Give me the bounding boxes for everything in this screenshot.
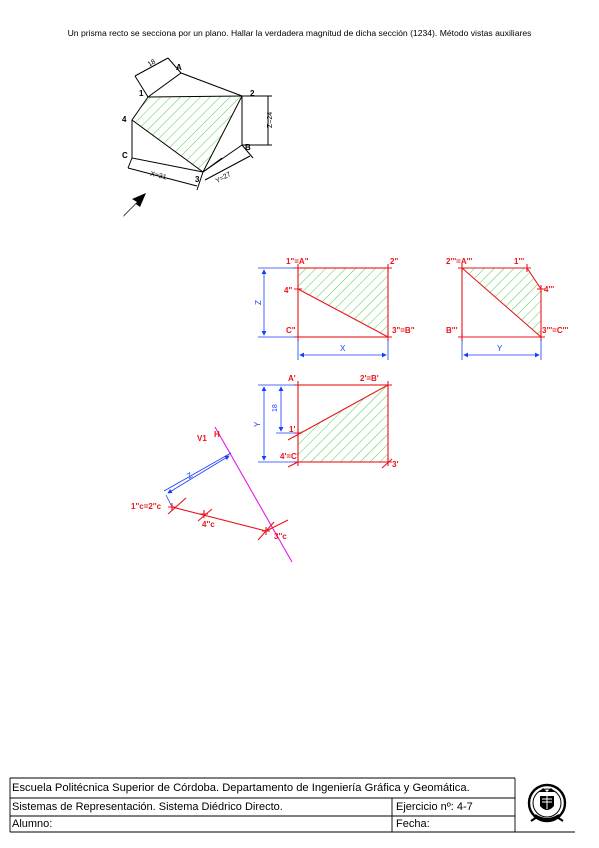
title-block-date: Fecha:: [396, 818, 430, 830]
view-direction-arrow-icon: [123, 193, 146, 217]
persp-label-b: B: [245, 143, 251, 152]
top-dim-18: 18: [272, 404, 279, 412]
front-label-2: 2": [390, 257, 398, 266]
plane-trace-line: [214, 426, 293, 563]
front-label-c: C": [286, 326, 296, 335]
title-block: [9, 777, 575, 833]
aux-label-h: H: [214, 430, 220, 439]
persp-dim-18: 18: [147, 58, 157, 68]
side-label-b: B''': [446, 326, 458, 335]
top-label-4: 4'=C': [280, 452, 299, 461]
top-dim-y: Y: [253, 421, 262, 427]
perspective-section-hatch: [132, 96, 242, 172]
title-block-exercise: Ejercicio nº: 4-7: [396, 801, 473, 813]
front-section-hatch: [298, 268, 388, 337]
persp-dim-z: Z=24: [267, 112, 274, 128]
side-label-4: 4''': [544, 285, 554, 294]
top-view: A' 2'=B' 1' 4'=C' 3' 18 Y: [253, 374, 398, 469]
top-label-a: A': [288, 374, 296, 383]
persp-label-2: 2: [250, 89, 255, 98]
persp-label-3: 3: [195, 175, 200, 184]
title-block-student: Alumno:: [12, 818, 53, 830]
top-label-3: 3': [392, 460, 398, 469]
front-label-3: 3"=B": [392, 326, 415, 335]
title-block-school: Escuela Politécnica Superior de Córdoba.…: [12, 782, 470, 794]
persp-label-4: 4: [122, 115, 127, 124]
side-view: 2'''=A''' 1''' 4''' B''' 3'''=C''' Y: [446, 257, 568, 360]
perspective-view: 1 2 3 4 A B C 18 Z=24 X=31 Y=27: [122, 57, 274, 217]
aux-label-v1: V1: [197, 434, 207, 443]
side-label-1: 1''': [514, 257, 524, 266]
front-label-4: 4": [284, 286, 292, 295]
aux-label-1: 1''c=2''c: [131, 502, 162, 511]
title-block-subject: Sistemas de Representación. Sistema Diéd…: [12, 801, 283, 813]
side-label-3: 3'''=C''': [542, 326, 568, 335]
top-label-1: 1': [289, 425, 295, 434]
front-view: 1"=A" 2" 4" C" 3"=B" Z X: [254, 257, 415, 360]
side-label-2: 2'''=A''': [446, 257, 472, 266]
university-seal-icon: [527, 783, 567, 823]
front-dim-x: X: [340, 344, 346, 353]
aux-label-4: 4''c: [202, 520, 215, 529]
front-dim-z: Z: [254, 300, 263, 305]
persp-label-a: A: [176, 63, 182, 72]
persp-dim-x: X=31: [149, 171, 167, 182]
auxiliary-view: V1 H Z 1''c=2''c 4''c 3''c: [131, 426, 293, 563]
aux-dim-z: Z: [185, 471, 194, 481]
front-label-1: 1"=A": [286, 257, 309, 266]
exercise-statement: Un prisma recto se secciona por un plano…: [67, 28, 532, 38]
persp-label-1: 1: [139, 89, 144, 98]
top-section-hatch: [298, 385, 388, 462]
aux-label-3: 3''c: [274, 532, 287, 541]
side-dim-y: Y: [497, 344, 503, 353]
persp-label-c: C: [122, 151, 128, 160]
top-label-2: 2'=B': [360, 374, 379, 383]
